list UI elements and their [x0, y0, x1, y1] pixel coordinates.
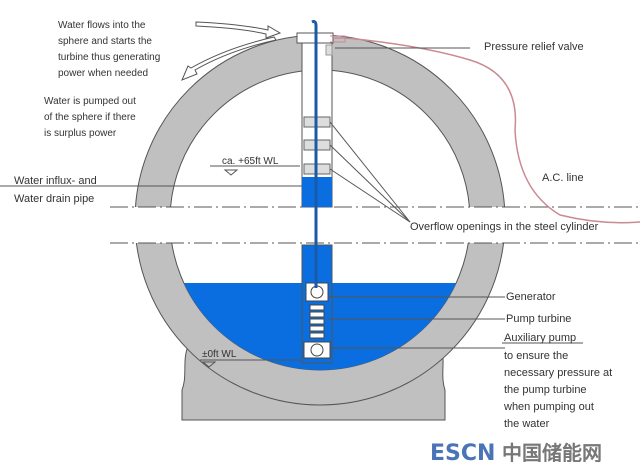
overflow-label: Overflow openings in the steel cylinder: [410, 221, 599, 233]
svg-text:the pump turbine: the pump turbine: [504, 384, 587, 396]
pump-out-arrow: [181, 36, 277, 81]
watermark-escn: ESCN: [430, 441, 495, 462]
pump-turbine-label: Pump turbine: [506, 313, 571, 325]
svg-text:of the sphere if there: of the sphere if there: [44, 112, 136, 123]
svg-text:the water: the water: [504, 418, 550, 430]
svg-text:when pumping out: when pumping out: [503, 401, 594, 413]
watermark-cjk: 中国储能网: [502, 441, 602, 462]
svg-text:necessary pressure at: necessary pressure at: [504, 367, 612, 379]
wl-top-label: ca. +65ft WL: [222, 156, 279, 167]
water-pipe: [311, 20, 318, 288]
pipe-label-1: Water influx- and: [14, 175, 97, 187]
pipe-label-2: Water drain pipe: [14, 193, 94, 205]
svg-text:Water is pumped out: Water is pumped out: [44, 96, 136, 107]
aux-pump-description: to ensure the necessary pressure at the …: [503, 350, 612, 430]
svg-text:is surplus power: is surplus power: [44, 128, 117, 139]
flow-in-note: Water flows into the sphere and starts t…: [58, 20, 160, 79]
flow-in-arrow: [195, 21, 282, 39]
pressure-valve-label: Pressure relief valve: [484, 41, 584, 53]
svg-text:to ensure the: to ensure the: [504, 350, 568, 362]
svg-text:turbine thus generating: turbine thus generating: [58, 52, 160, 63]
wl-bottom-marker: [201, 361, 217, 368]
wl-bottom-label: ±0ft WL: [202, 349, 237, 360]
wl-top-marker: [223, 169, 239, 176]
pump-turbine-icon: [309, 304, 325, 339]
svg-text:Water flows into the: Water flows into the: [58, 20, 146, 31]
aux-pump-label: Auxiliary pump: [504, 332, 576, 344]
pump-out-note: Water is pumped out of the sphere if the…: [44, 96, 136, 139]
leader-lines: [0, 47, 583, 361]
ac-line-label: A.C. line: [542, 172, 584, 184]
svg-text:power when needed: power when needed: [58, 68, 148, 79]
auxiliary-pump-icon: [310, 343, 324, 357]
generator-label: Generator: [506, 291, 556, 303]
svg-text:sphere and starts the: sphere and starts the: [58, 36, 152, 47]
